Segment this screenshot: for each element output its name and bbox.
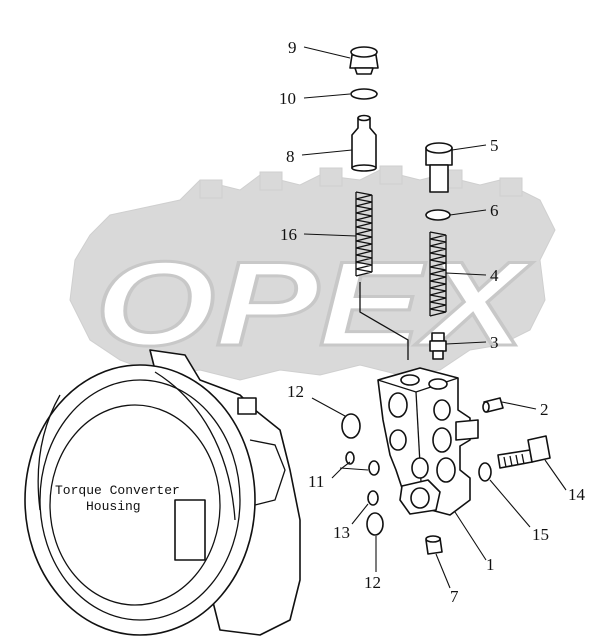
- callout-9: 9: [288, 38, 297, 57]
- part-11-o-ring-a: [345, 451, 355, 465]
- callout-1: 1: [486, 555, 495, 574]
- part-10-o-ring: [350, 88, 378, 100]
- watermark: OPEX: [69, 165, 556, 381]
- part-2-fitting: [482, 397, 504, 413]
- callout-15: 15: [532, 525, 549, 544]
- callout-12-lower: 12: [364, 573, 381, 592]
- callout-10: 10: [279, 89, 296, 108]
- part-15-washer: [478, 462, 492, 482]
- part-1-valve-body: [377, 367, 479, 516]
- part-14-bolt: [497, 435, 551, 469]
- callout-3: 3: [490, 333, 499, 352]
- part-12-o-ring-upper: [341, 413, 361, 439]
- callout-5: 5: [490, 136, 499, 155]
- callout-6: 6: [490, 201, 499, 220]
- callout-16: 16: [280, 225, 297, 244]
- part-11-o-ring-b: [368, 460, 380, 476]
- part-3-valve-spool: [429, 332, 447, 360]
- callout-13: 13: [333, 523, 350, 542]
- callout-8: 8: [286, 147, 295, 166]
- watermark-gear-icon: [69, 165, 556, 381]
- part-13-o-ring: [367, 490, 379, 506]
- part-7-plug: [425, 535, 443, 555]
- part-8-piston: [351, 114, 377, 172]
- callout-12-upper: 12: [287, 382, 304, 401]
- part-16-spring: [355, 191, 373, 277]
- torque-converter-housing: Torque Converter Housing: [24, 349, 301, 636]
- housing-label-line2: Housing: [86, 499, 141, 514]
- part-12-o-ring-lower: [366, 512, 384, 536]
- assembly-line-16: [359, 282, 409, 360]
- callout-4: 4: [490, 266, 499, 285]
- leader-lines: [301, 46, 567, 589]
- part-9-cap: [349, 46, 379, 75]
- callouts: 9 10 8 16 5 6 4 3 2 14 15 1 7 12 11 13 1…: [279, 38, 586, 606]
- housing-label-line1: Torque Converter: [55, 483, 180, 498]
- part-6-o-ring: [425, 209, 451, 221]
- callout-2: 2: [540, 400, 549, 419]
- callout-14: 14: [568, 485, 586, 504]
- callout-7: 7: [450, 587, 459, 606]
- part-5-plug: [425, 142, 453, 193]
- callout-11: 11: [308, 472, 324, 491]
- watermark-text: OPEX: [95, 237, 534, 371]
